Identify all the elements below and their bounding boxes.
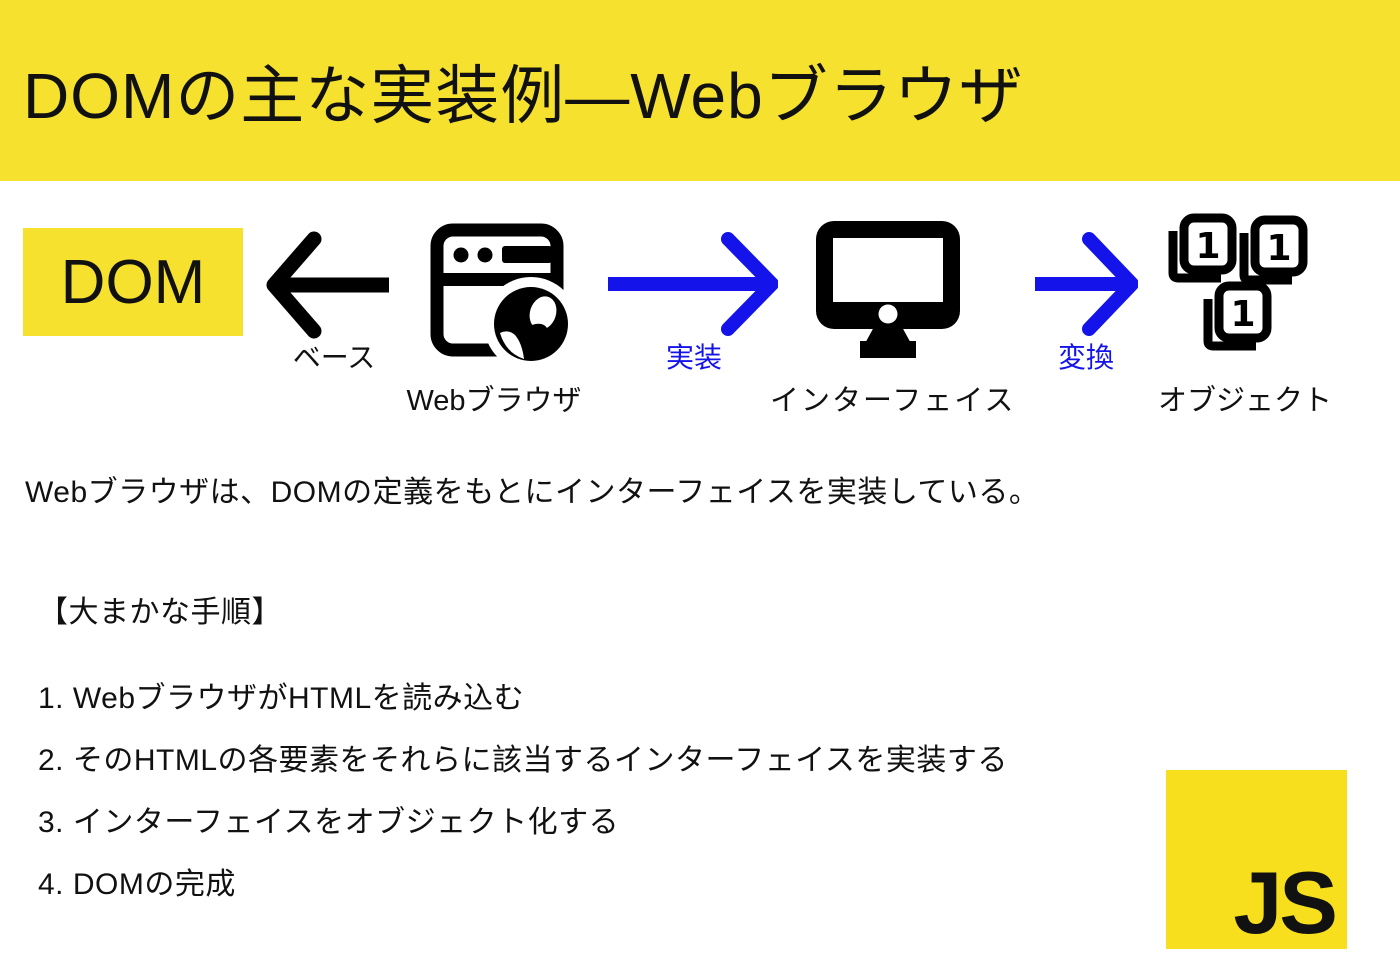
step-item-1: 1. WebブラウザがHTMLを読み込む [38,682,525,715]
implement-arrow-label: 実装 [665,342,722,373]
arrow-right-convert-icon [1035,232,1138,336]
summary-text: Webブラウザは、DOMの定義をもとにインターフェイスを実装している。 [25,476,1040,509]
js-logo: JS [1166,770,1347,949]
step-item-3: 3. インターフェイスをオブジェクト化する [38,806,620,839]
arrow-left-icon [266,231,389,339]
arrow-right-implement-icon [608,232,778,336]
step-item-2: 2. そのHTMLの各要素をそれらに該当するインターフェイスを実装する [38,744,1008,777]
dom-box-label: DOM [60,247,206,317]
browser-icon [430,223,578,371]
convert-arrow-label: 変換 [1057,342,1114,373]
browser-label: Webブラウザ [406,385,582,417]
page-title: DOMの主な実装例—Webブラウザ [23,59,1024,132]
card-digit-2: 1 [1266,228,1291,269]
objects-icon: 1 1 1 [1168,213,1308,351]
monitor-icon [816,221,960,358]
steps-heading: 【大まかな手順】 [38,596,282,629]
dom-box: DOM [23,228,243,336]
object-label: オブジェクト [1157,385,1332,417]
base-arrow-label: ベース [292,342,376,373]
js-logo-text: JS [1233,853,1338,953]
interface-label: インターフェイス [770,385,1016,417]
step-item-4: 4. DOMの完成 [38,868,236,901]
card-digit-3: 1 [1230,294,1255,335]
header-banner: DOMの主な実装例—Webブラウザ [0,0,1400,181]
card-digit-1: 1 [1195,226,1220,267]
